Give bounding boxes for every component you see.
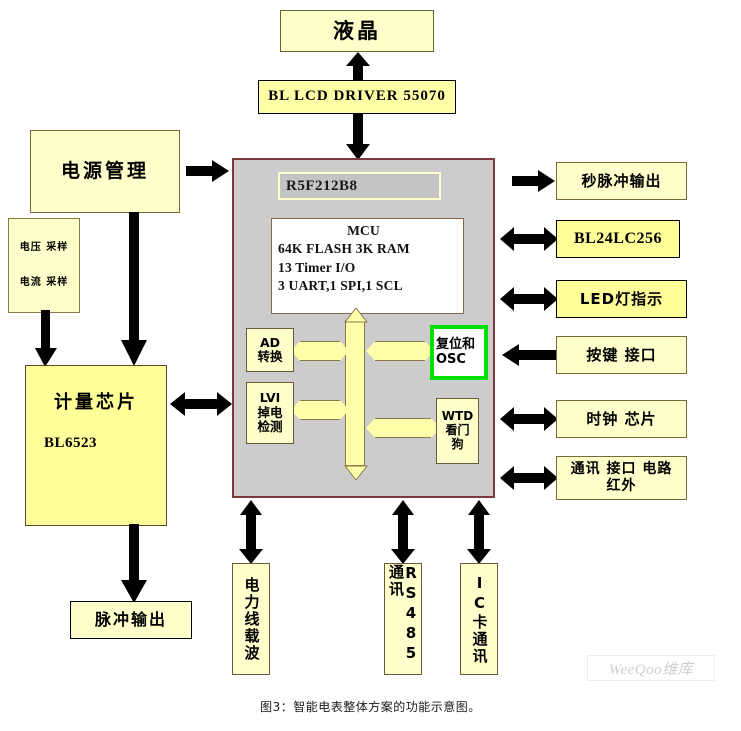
comm-interface-box: 通讯 接口 电路 红外 — [556, 456, 687, 500]
arrow-key-to-mcu — [502, 344, 556, 366]
led-indicator-box: LED灯指示 — [556, 280, 687, 318]
arrow-mcu-to-led — [500, 287, 558, 311]
arrow-mcu-to-comm — [500, 466, 558, 490]
bus-bottom-arrowhead — [344, 464, 368, 480]
power-management-label: 电源管理 — [60, 160, 149, 183]
pulse-output-label: 脉冲输出 — [94, 609, 167, 629]
led-indicator-label: LED灯指示 — [579, 289, 664, 308]
connector-ad-bus — [291, 341, 349, 361]
ad-converter-line2: 转换 — [257, 349, 283, 364]
power-line-carrier-label: 电力线载波 — [242, 576, 261, 662]
lcd-driver-box: BL LCD DRIVER 55070 — [258, 80, 456, 114]
mcu-container: R5F212B8 MCU 64K FLASH 3K RAM 13 Timer I… — [232, 158, 495, 498]
watermark-label: WeeQoo维库 — [608, 661, 694, 678]
connector-reset-bus — [366, 341, 434, 361]
eeprom-box: BL24LC256 — [556, 220, 680, 258]
comm-interface-line2: 红外 — [606, 478, 637, 494]
arrow-metering-to-mcu — [170, 392, 232, 416]
voltage-sampling-label: 电压 采样 — [19, 242, 69, 254]
arrow-mcu-to-plc — [238, 500, 264, 564]
comm-interface-line1: 通讯 接口 电路 — [570, 460, 673, 477]
arrow-mcu-to-rs485 — [390, 500, 416, 564]
figure-caption: 图3：智能电表整体方案的功能示意图。 — [0, 698, 741, 715]
lvi-detect-block: LVI 掉电 检测 — [246, 382, 294, 444]
arrow-sampling-to-metering — [34, 310, 58, 368]
sampling-box: 电压 采样 电流 采样 — [8, 218, 80, 313]
reset-osc-block: 复位和 OSC — [430, 325, 488, 380]
metering-chip-partnumber: BL6523 — [44, 435, 98, 452]
mcu-core-interfaces: 3 UART,1 SPI,1 SCL — [278, 278, 403, 294]
arrow-mcu-to-second-pulse — [512, 170, 556, 192]
ad-converter-block: AD 转换 — [246, 328, 294, 372]
ic-card-label: IC卡通讯 — [470, 573, 489, 665]
power-line-carrier-box: 电力线载波 — [232, 563, 270, 675]
metering-chip-title: 计量芯片 — [54, 392, 138, 413]
figure-caption-label: 图3：智能电表整体方案的功能示意图。 — [260, 700, 481, 714]
current-sampling-label: 电流 采样 — [19, 277, 69, 289]
arrow-mcu-to-eeprom — [500, 227, 558, 251]
arrow-mcu-to-clock — [500, 407, 558, 431]
arrow-metering-to-pulse — [120, 524, 148, 604]
arrow-mcu-to-ic-card — [466, 500, 492, 564]
mcu-part-number-label: R5F212B8 — [286, 177, 358, 194]
lvi-line1: LVI — [259, 390, 281, 406]
pulse-output-box: 脉冲输出 — [70, 601, 192, 639]
watchdog-block: WTD 看门 狗 — [436, 398, 479, 464]
ad-converter-line1: AD — [259, 334, 281, 350]
rs485-label: RS485通讯 — [387, 564, 420, 664]
rs485-box: RS485通讯 — [384, 563, 422, 675]
mcu-core-spec-box: MCU 64K FLASH 3K RAM 13 Timer I/O 3 UART… — [271, 218, 464, 314]
watermark: WeeQoo维库 — [587, 655, 715, 681]
bus-top-arrowhead — [344, 308, 368, 324]
lcd-label: 液晶 — [333, 18, 381, 43]
key-interface-label: 按键 接口 — [586, 345, 657, 364]
eeprom-label: BL24LC256 — [573, 230, 663, 247]
power-management-box: 电源管理 — [30, 130, 180, 213]
lvi-line2: 掉电 — [257, 404, 283, 420]
watchdog-line3: 狗 — [451, 436, 464, 451]
reset-osc-line1: 复位和 — [436, 337, 476, 353]
mcu-core-title: MCU — [347, 223, 380, 238]
mcu-core-timers: 13 Timer I/O — [278, 259, 356, 275]
second-pulse-output-box: 秒脉冲输出 — [556, 162, 687, 200]
clock-chip-box: 时钟 芯片 — [556, 400, 687, 438]
connector-lvi-bus — [291, 400, 349, 420]
watchdog-line1: WTD — [441, 409, 474, 424]
connector-watchdog-bus — [366, 418, 440, 438]
lcd-driver-label: BL LCD DRIVER 55070 — [268, 88, 446, 105]
ic-card-box: IC卡通讯 — [460, 563, 498, 675]
arrow-power-to-mcu — [186, 160, 230, 182]
mcu-core-memory: 64K FLASH 3K RAM — [278, 241, 410, 257]
lvi-line3: 检测 — [257, 419, 283, 435]
arrow-mcu-to-lcd-driver — [345, 114, 371, 160]
lcd-display-box: 液晶 — [280, 10, 434, 52]
mcu-part-number: R5F212B8 — [278, 172, 441, 200]
key-interface-box: 按键 接口 — [556, 336, 687, 374]
watchdog-line2: 看门 — [445, 423, 470, 438]
arrow-power-to-metering — [120, 212, 148, 367]
clock-chip-label: 时钟 芯片 — [586, 409, 657, 428]
arrow-lcd-driver-to-lcd — [345, 52, 371, 82]
second-pulse-output-label: 秒脉冲输出 — [581, 171, 662, 190]
metering-chip-box: 计量芯片 BL6523 — [25, 365, 167, 526]
reset-osc-line2: OSC — [436, 351, 466, 367]
